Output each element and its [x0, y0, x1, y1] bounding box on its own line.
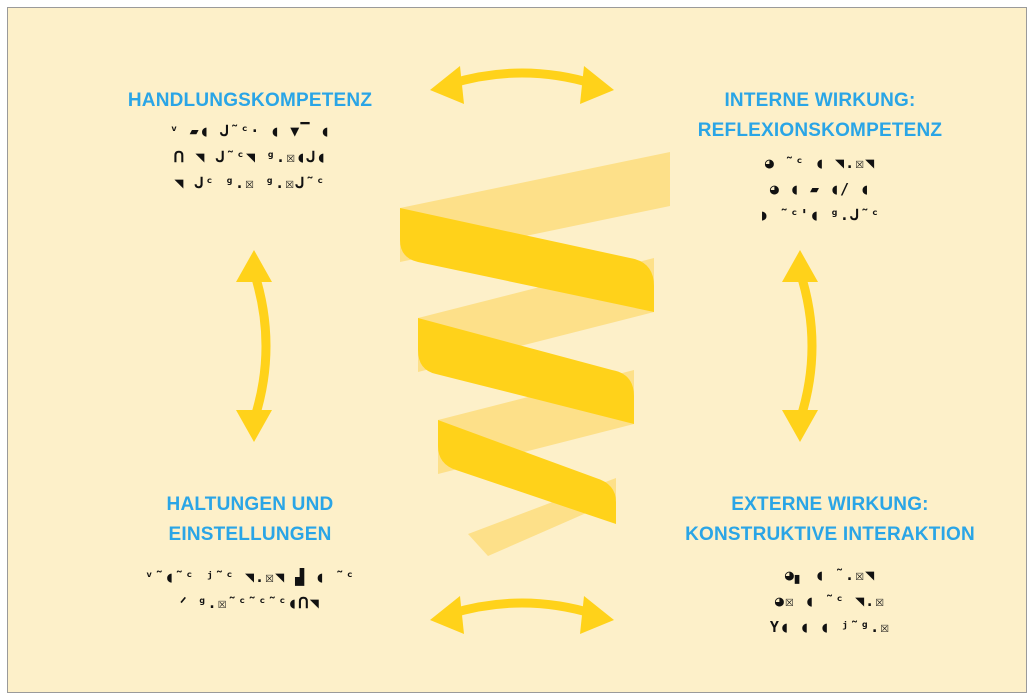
arrow-bottom-head-right — [580, 596, 614, 634]
spiral-front-face-2 — [418, 318, 634, 424]
arrow-left-head-bottom — [236, 410, 272, 442]
text-line: ◕ ˜ᶜ ◖ ◥.☒◥ — [764, 154, 876, 172]
heading-line: INTERNE WIRKUNG: — [724, 90, 916, 111]
heading-line: EINSTELLUNGEN — [168, 524, 332, 545]
heading-line: HANDLUNGSKOMPETENZ — [127, 90, 373, 111]
text-line: Y◖ ◖ ◖ ʲ˜ᵍ.☒ — [769, 618, 891, 636]
arrow-left-shaft — [249, 270, 271, 422]
spiral-front-face-3 — [438, 420, 616, 524]
arrow-bottom-head-left — [430, 596, 464, 634]
arrow-right-shaft — [795, 270, 817, 422]
text-block-top-right: ◕ ˜ᶜ ◖ ◥.☒◥ ◕ ◖ ▰ ◖/ ◖ ◗ ˜ᶜ'◖ ᵍ.ᒍ˜ᶜ — [680, 150, 960, 228]
arrow-left-head-top — [236, 250, 272, 282]
text-line: ◕▖ ◖ ˜.☒◥ — [784, 566, 876, 584]
text-line: ◗ ˜ᶜ'◖ ᵍ.ᒍ˜ᶜ — [759, 206, 881, 224]
heading-line: REFLEXIONSKOMPETENZ — [697, 120, 943, 141]
double-headed-arrow-icon — [236, 66, 818, 634]
arrow-right-head-top — [782, 250, 818, 282]
text-block-bottom-left: ᵛ˜◖˜ᶜ ʲ˜ᶜ ◥.☒◥ ▟ ◖ ˜ᶜ ᐟ ᵍ.☒˜ᶜ˜ᶜ˜ᶜ◖ᑎ◥ — [80, 564, 420, 616]
text-line: ᑎ ◥ ᒍ˜ᶜ◥ ᵍ.☒◖ᒍ◖ — [173, 148, 327, 166]
arrow-top-shaft — [448, 68, 596, 89]
text-line: ᐟ ᵍ.☒˜ᶜ˜ᶜ˜ᶜ◖ᑎ◥ — [180, 594, 320, 612]
heading-line: KONSTRUKTIVE INTERAKTION — [685, 524, 975, 545]
heading-line: HALTUNGEN UND — [166, 494, 334, 515]
text-line: ᵛ ▰◖ ᒍ˜ᶜ· ◖ ▼▔ ◖ — [169, 122, 331, 140]
heading-handlungskompetenz: HANDLUNGSKOMPETENZ — [100, 86, 400, 116]
text-block-top-left: ᵛ ▰◖ ᒍ˜ᶜ· ◖ ▼▔ ◖ ᑎ ◥ ᒍ˜ᶜ◥ ᵍ.☒◖ᒍ◖ ◥ ᒍᶜ ᵍ.… — [80, 118, 420, 196]
text-block-bottom-right: ◕▖ ◖ ˜.☒◥ ◕☒ ◖ ˜ᶜ ◥.☒ Y◖ ◖ ◖ ʲ˜ᵍ.☒ — [690, 562, 970, 640]
text-line: ᵛ˜◖˜ᶜ ʲ˜ᶜ ◥.☒◥ ▟ ◖ ˜ᶜ — [144, 568, 356, 586]
arrow-bottom-shaft — [448, 598, 596, 619]
text-line: ◕ ◖ ▰ ◖/ ◖ — [769, 180, 871, 198]
spiral-ribbon-icon — [400, 152, 670, 556]
heading-externe-wirkung: EXTERNE WIRKUNG: KONSTRUKTIVE INTERAKTIO… — [660, 490, 1000, 550]
arrow-top-head-left — [430, 66, 464, 104]
text-line: ◕☒ ◖ ˜ᶜ ◥.☒ — [774, 592, 886, 610]
heading-line: EXTERNE WIRKUNG: — [731, 494, 929, 515]
arrow-right-head-bottom — [782, 410, 818, 442]
heading-haltungen-und-einstellungen: HALTUNGEN UND EINSTELLUNGEN — [120, 490, 380, 550]
arrow-top-head-right — [580, 66, 614, 104]
text-line: ◥ ᒍᶜ ᵍ.☒ ᵍ.☒ᒍ˜ᶜ — [174, 174, 326, 192]
heading-interne-wirkung: INTERNE WIRKUNG: REFLEXIONSKOMPETENZ — [660, 86, 980, 146]
spiral-front-face-1 — [400, 208, 654, 312]
